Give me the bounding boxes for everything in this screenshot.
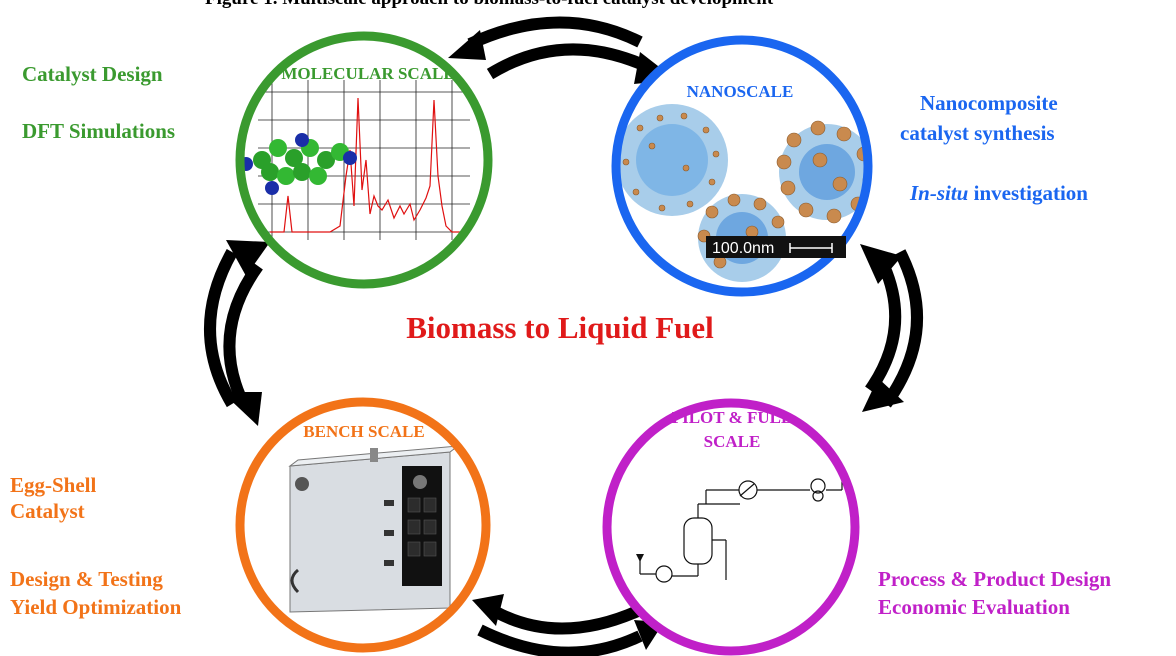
- nano-side-italic: In-situ: [910, 181, 969, 205]
- molecular-side-label-2: DFT Simulations: [22, 119, 176, 143]
- nano-title: NANOSCALE: [686, 82, 794, 101]
- bench-title: BENCH SCALE: [303, 422, 425, 441]
- bench-image: [240, 402, 486, 648]
- pilot-image: [607, 403, 855, 651]
- bench-side-label-4: Yield Optimization: [10, 595, 182, 619]
- molecule-icon: [240, 133, 357, 195]
- nano-circle: [611, 35, 873, 297]
- pilot-title-line2: SCALE: [703, 432, 761, 451]
- bench-side-label-1: Egg-Shell: [10, 473, 97, 497]
- pilot-side-label-2: Economic Evaluation: [878, 595, 1070, 619]
- nano-side-rest: investigation: [968, 181, 1088, 205]
- molecular-image: [240, 36, 488, 284]
- pilot-title-line1: PILOT & FULL: [671, 408, 793, 427]
- nano-side-label-2: catalyst synthesis: [900, 121, 1055, 145]
- nano-side-label-1: Nanocomposite: [920, 91, 1058, 115]
- bench-side-label-3: Design & Testing: [10, 567, 163, 591]
- arrow-right-pair: [860, 244, 924, 412]
- molecular-circle: [235, 31, 493, 289]
- arrow-left-pair: [204, 240, 270, 426]
- bench-side-label-2: Catalyst: [10, 499, 85, 523]
- bench-circle: [235, 397, 491, 653]
- top-caption: Figure 1. Multiscale approach to biomass…: [205, 0, 773, 10]
- nano-side-label-3: In-situ investigation: [910, 180, 1088, 206]
- molecular-title: MOLECULAR SCALE: [281, 64, 455, 83]
- arrow-top-pair: [448, 16, 676, 84]
- scale-bar: 100.0nm: [706, 236, 846, 258]
- molecular-side-label-1: Catalyst Design: [22, 62, 163, 86]
- pilot-circle: [602, 398, 860, 656]
- pilot-side-label-1: Process & Product Design: [878, 567, 1112, 591]
- center-title: Biomass to Liquid Fuel: [406, 310, 714, 345]
- scale-bar-label: 100.0nm: [712, 240, 774, 257]
